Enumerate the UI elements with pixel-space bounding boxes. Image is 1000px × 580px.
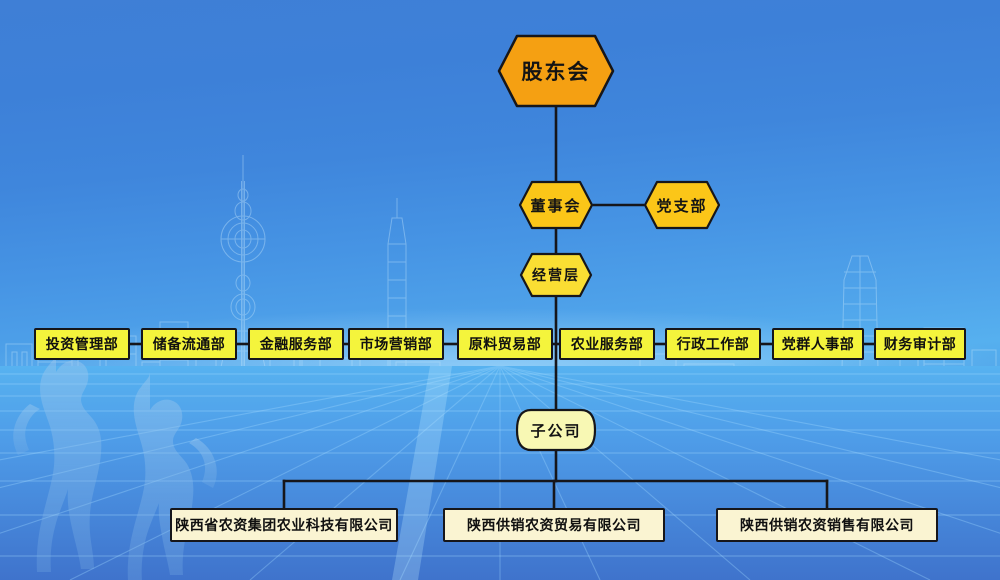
- dept-marketing[interactable]: 市场营销部: [348, 328, 444, 360]
- dept-finance-label: 金融服务部: [259, 336, 333, 352]
- node-subsidiary-hub-label: 子公司: [530, 422, 582, 440]
- node-shareholders[interactable]: 股东会: [497, 34, 615, 108]
- subsidiary-trade[interactable]: 陕西供销农资贸易有限公司: [443, 508, 665, 542]
- node-board[interactable]: 董事会: [518, 180, 594, 230]
- node-party-branch[interactable]: 党支部: [643, 180, 721, 230]
- node-management[interactable]: 经营层: [519, 252, 593, 298]
- dept-agriservice[interactable]: 农业服务部: [559, 328, 655, 360]
- dept-marketing-label: 市场营销部: [359, 336, 433, 352]
- dept-agriservice-label: 农业服务部: [570, 336, 644, 352]
- dept-materials-label: 原料贸易部: [468, 336, 542, 352]
- hexagon-shape-party-branch: [643, 180, 721, 230]
- dept-reserve[interactable]: 储备流通部: [141, 328, 237, 360]
- dept-admin[interactable]: 行政工作部: [665, 328, 761, 360]
- node-subsidiary-hub[interactable]: 子公司: [515, 408, 597, 452]
- hexagon-shape-board: [518, 180, 594, 230]
- dept-reserve-label: 储备流通部: [152, 336, 226, 352]
- subsidiary-sales[interactable]: 陕西供销农资销售有限公司: [716, 508, 938, 542]
- dept-audit[interactable]: 财务审计部: [874, 328, 966, 360]
- subsidiary-agritech[interactable]: 陕西省农资集团农业科技有限公司: [170, 508, 398, 542]
- hexagon-shape-shareholders: [497, 34, 615, 108]
- dept-hr[interactable]: 党群人事部: [772, 328, 864, 360]
- node-management-label: 经营层: [532, 267, 580, 283]
- node-party-branch-label: 党支部: [656, 197, 708, 215]
- ellipse-shape-subsidiary-hub: [515, 408, 597, 452]
- subsidiary-sales-label: 陕西供销农资销售有限公司: [740, 517, 914, 533]
- dept-audit-label: 财务审计部: [883, 336, 957, 352]
- hexagon-shape-management: [519, 252, 593, 298]
- subsidiary-agritech-label: 陕西省农资集团农业科技有限公司: [175, 517, 393, 533]
- dept-hr-label: 党群人事部: [781, 336, 855, 352]
- dept-investment-label: 投资管理部: [45, 336, 119, 352]
- dept-materials[interactable]: 原料贸易部: [457, 328, 553, 360]
- subsidiary-trade-label: 陕西供销农资贸易有限公司: [467, 517, 641, 533]
- dept-finance[interactable]: 金融服务部: [248, 328, 344, 360]
- dept-investment[interactable]: 投资管理部: [34, 328, 130, 360]
- node-board-label: 董事会: [530, 197, 582, 215]
- node-shareholders-label: 股东会: [521, 61, 591, 84]
- dept-admin-label: 行政工作部: [676, 336, 750, 352]
